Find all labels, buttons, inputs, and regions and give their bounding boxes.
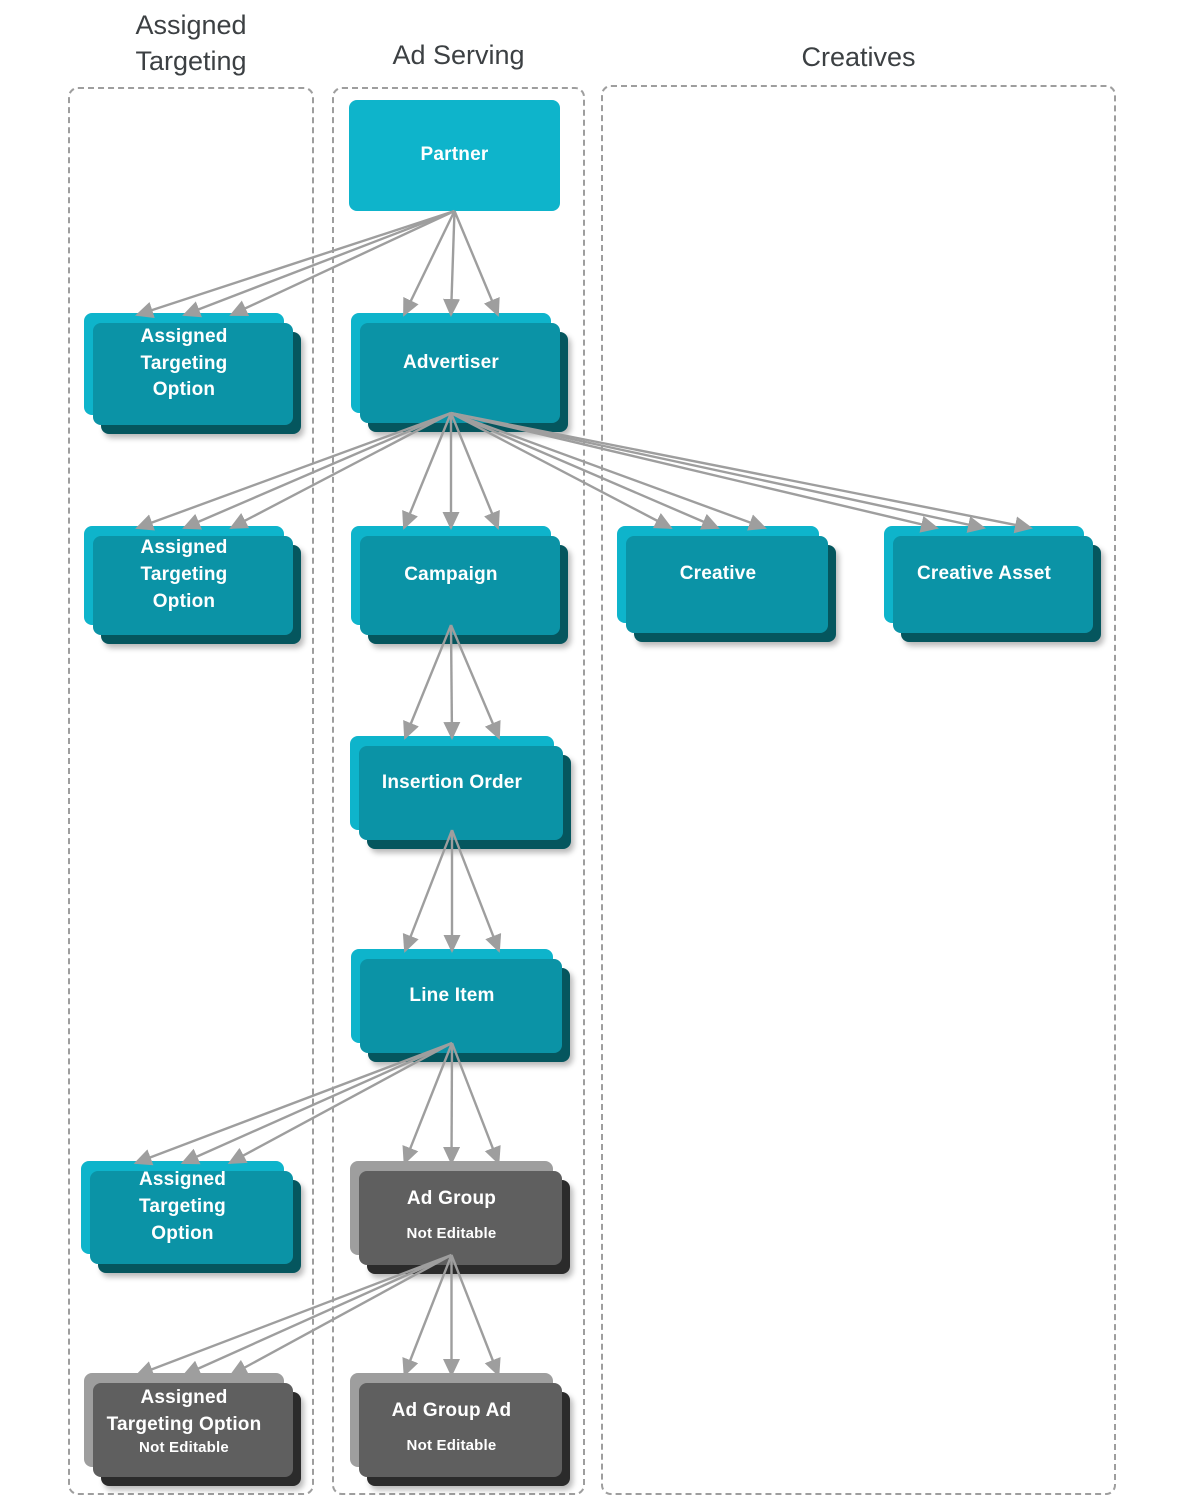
node-label: Assigned Targeting Option bbox=[140, 537, 228, 612]
column-title-ad-serving: Ad Serving bbox=[392, 40, 525, 70]
node-creative-asset: Creative Asset bbox=[884, 526, 1084, 623]
node-label: Ad Group bbox=[406, 1187, 497, 1209]
node-assigned-targeting-option-4: Assigned Targeting Option Not Editable bbox=[84, 1373, 284, 1467]
node-label: Creative Asset bbox=[916, 563, 1052, 585]
node-label: Advertiser bbox=[403, 351, 499, 373]
node-advertiser: Advertiser bbox=[351, 313, 551, 413]
column-title-creatives: Creatives bbox=[801, 42, 916, 72]
column-title-assigned-targeting: Assigned Targeting bbox=[135, 10, 247, 76]
node-label: Partner bbox=[420, 144, 489, 166]
node-assigned-targeting-option-2: Assigned Targeting Option bbox=[84, 526, 284, 625]
node-label: Assigned Targeting Option bbox=[140, 325, 228, 401]
node-ad-group: Ad Group Not Editable bbox=[350, 1161, 553, 1255]
node-label: Creative bbox=[679, 563, 757, 585]
column-ad-serving bbox=[332, 87, 585, 1495]
node-partner: Partner bbox=[349, 100, 560, 211]
node-label: Insertion Order bbox=[381, 771, 523, 793]
node-line-item: Line Item bbox=[351, 949, 553, 1043]
node-label: Line Item bbox=[409, 984, 495, 1006]
node-sublabel: Not Editable bbox=[406, 1437, 497, 1454]
node-label: Assigned Targeting Option bbox=[106, 1387, 262, 1435]
node-sublabel: Not Editable bbox=[139, 1438, 229, 1456]
node-ad-group-ad: Ad Group Ad Not Editable bbox=[350, 1373, 553, 1467]
node-assigned-targeting-option-1: Assigned Targeting Option bbox=[84, 313, 284, 415]
node-label: Campaign bbox=[404, 564, 498, 586]
node-sublabel: Not Editable bbox=[406, 1225, 497, 1242]
node-label: Ad Group Ad bbox=[391, 1399, 512, 1421]
column-creatives bbox=[601, 85, 1116, 1495]
node-campaign: Campaign bbox=[351, 526, 551, 625]
node-creative: Creative bbox=[617, 526, 819, 623]
node-assigned-targeting-option-3: Assigned Targeting Option bbox=[81, 1161, 284, 1254]
column-assigned-targeting bbox=[68, 87, 314, 1495]
node-label: Assigned Targeting Option bbox=[138, 1169, 227, 1244]
node-insertion-order: Insertion Order bbox=[350, 736, 554, 830]
